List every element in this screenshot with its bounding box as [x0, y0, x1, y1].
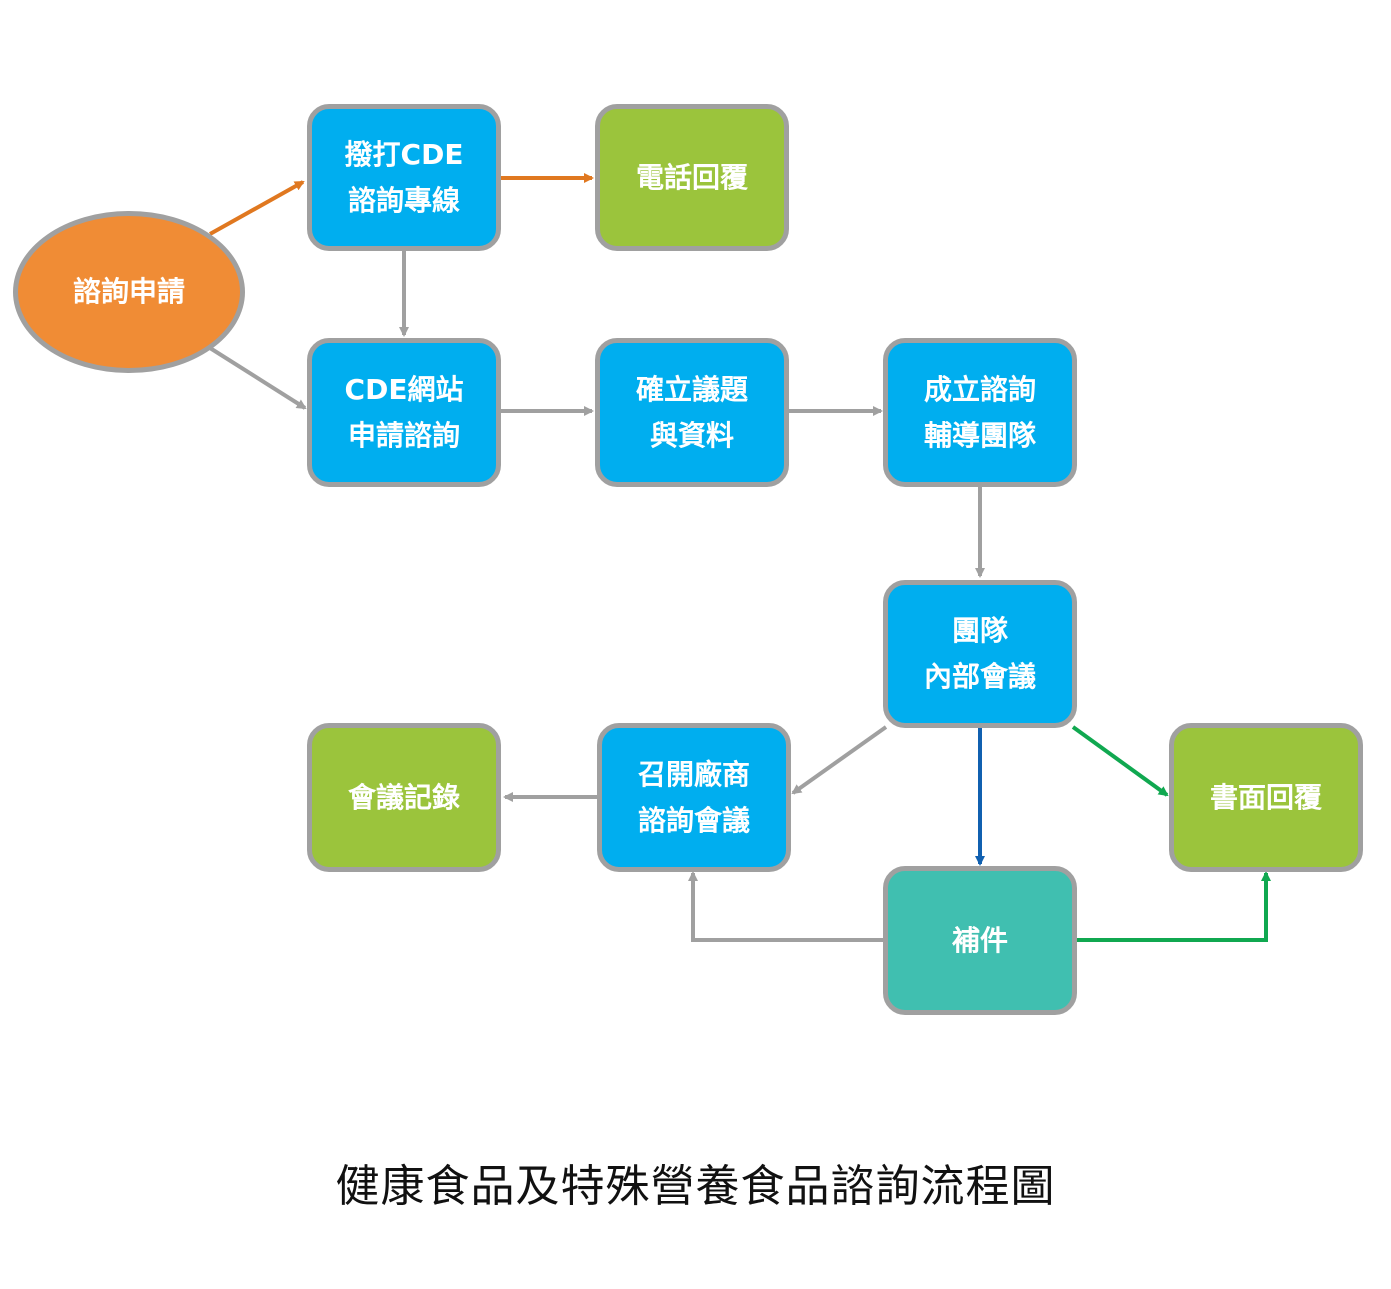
node-team-internal-meeting: 團隊 內部會議: [883, 580, 1077, 728]
node-label: 書面回覆: [1209, 780, 1322, 814]
arrow-internal-meeting-to-vendor-meeting: [791, 725, 888, 795]
node-label: CDE網站: [344, 372, 464, 406]
node-confirm-topics-and-data: 確立議題 與資料: [595, 338, 789, 487]
node-cde-website-application: CDE網站 申請諮詢: [307, 338, 501, 487]
node-phone-reply: 電話回覆: [595, 104, 789, 251]
node-label: 召開廠商: [637, 757, 750, 791]
arrow-supplement-to-vendor-meeting: [688, 871, 883, 942]
node-call-cde-hotline: 撥打CDE 諮詢專線: [307, 104, 501, 251]
node-label: 諮詢會議: [637, 803, 750, 837]
node-label: 諮詢專線: [347, 183, 460, 217]
node-meeting-minutes: 會議記錄: [307, 723, 501, 872]
node-label: 申請諮詢: [347, 418, 460, 452]
arrow-supplement-to-written-reply: [1076, 871, 1271, 942]
node-label: 成立諮詢: [923, 372, 1036, 406]
node-label: 與資料: [649, 418, 734, 452]
node-label: 輔導團隊: [923, 418, 1036, 452]
node-label: 撥打CDE: [344, 137, 464, 171]
node-consultation-application: 諮詢申請: [13, 211, 245, 373]
arrow-internal-meeting-to-written-reply: [1071, 725, 1169, 797]
node-label: 諮詢申請: [72, 275, 185, 308]
node-vendor-consulting-meeting: 召開廠商 諮詢會議: [597, 723, 791, 872]
arrow-apply-to-hotline: [209, 180, 305, 236]
node-written-reply: 書面回覆: [1169, 723, 1363, 872]
diagram-title: 健康食品及特殊營養食品諮詢流程圖: [335, 1161, 1056, 1212]
node-form-consulting-team: 成立諮詢 輔導團隊: [883, 338, 1077, 487]
node-label: 補件: [951, 923, 1008, 957]
node-label: 電話回覆: [635, 160, 748, 194]
node-label: 確立議題: [635, 372, 748, 406]
node-label: 團隊: [951, 614, 1008, 647]
node-label: 會議記錄: [347, 780, 460, 814]
node-supplement-documents: 補件: [883, 866, 1077, 1015]
node-label: 內部會議: [923, 660, 1036, 693]
arrow-apply-to-website: [208, 346, 307, 410]
